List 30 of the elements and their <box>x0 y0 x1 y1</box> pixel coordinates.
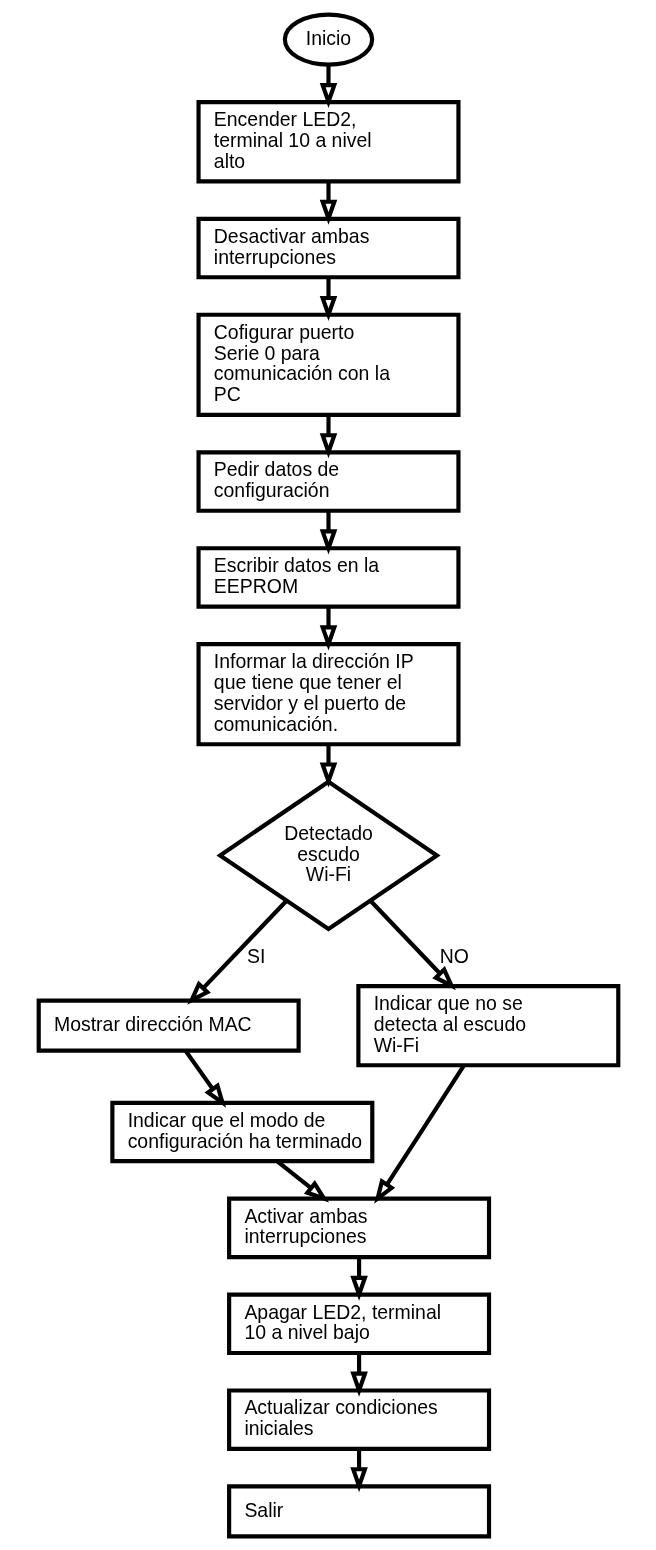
arrow <box>349 1256 368 1301</box>
node-ellipse: Inicio <box>282 11 374 67</box>
node-box: Indicar que no se detecta al escudo Wi-Fi <box>355 983 620 1067</box>
node-box: Actualizar condiciones iniciales <box>226 1387 491 1451</box>
arrow <box>319 743 337 787</box>
edge-label: SI <box>246 944 265 967</box>
arrow <box>319 510 337 554</box>
arrow <box>319 414 337 458</box>
node-box: Salir <box>226 1483 491 1539</box>
arrow <box>186 898 288 1005</box>
arrow <box>319 606 337 650</box>
arrow <box>183 1049 226 1108</box>
arrow <box>319 181 337 225</box>
node-diamond: Detectado escudo Wi-Fi <box>215 778 441 932</box>
arrow <box>319 64 337 108</box>
node-box: Encender LED2, terminal 10 a nivel alto <box>195 99 461 183</box>
node-box: Activar ambas interrupciones <box>226 1196 491 1259</box>
edge-label: NO <box>439 944 469 967</box>
node-box: Mostrar dirección MAC <box>36 998 301 1053</box>
arrow <box>368 898 456 990</box>
node-box: Pedir datos de configuración <box>195 449 461 513</box>
node-box: Apagar LED2, terminal 10 a nivel bajo <box>226 1292 491 1355</box>
arrow <box>349 1448 368 1492</box>
node-box: Desactivar ambas interrupciones <box>195 216 461 279</box>
arrow <box>319 277 337 321</box>
node-box: Cofigurar puerto Serie 0 para comunicación con la PC <box>195 312 461 417</box>
node-box: Indicar que el modo de configuración ha terminado <box>109 1100 374 1163</box>
node-box: Informar la dirección IP que tiene que tener el servidor y el puerto de comunicación. <box>195 641 461 746</box>
arrow <box>349 1352 368 1397</box>
node-box: Escribir datos en la EEPROM <box>195 545 461 609</box>
